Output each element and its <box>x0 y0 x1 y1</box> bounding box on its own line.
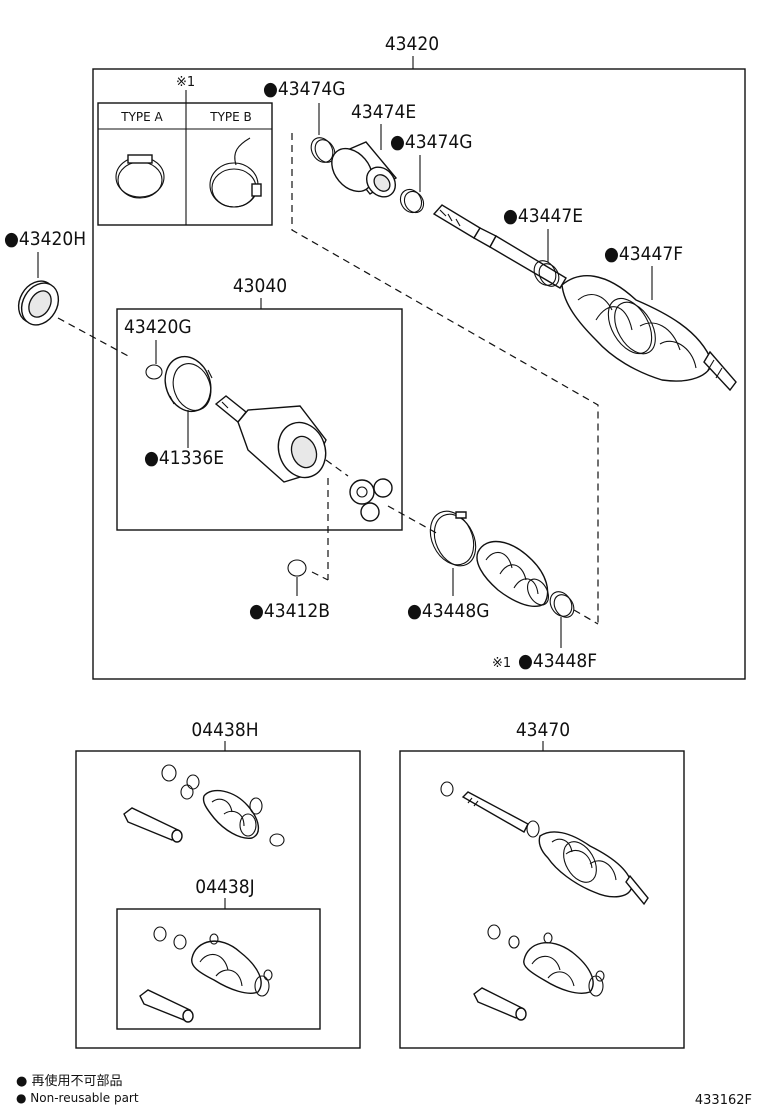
inboard-boot-icon <box>476 540 550 608</box>
clamp-43474g-top-icon <box>310 137 336 163</box>
callout-43474g-top: ●43474G <box>263 78 346 100</box>
callout-43447f: ●43447F <box>604 243 683 265</box>
clamp-type-a-icon <box>115 154 165 199</box>
callout-41336e: ●41336E <box>144 447 224 469</box>
kit-04438j-frame <box>116 908 321 1030</box>
main-assembly-frame <box>92 68 746 680</box>
clamp-43448f-icon <box>549 591 575 618</box>
clamp-43447e-icon <box>533 260 560 287</box>
clamp-type-b-icon <box>209 137 262 208</box>
callout-43448f-mark: ※1 <box>492 656 511 671</box>
kit-04438h-frame <box>75 750 361 1049</box>
callout-43040: 43040 <box>233 275 287 297</box>
kit-number-04438h: 04438H <box>191 719 258 741</box>
callout-43474e: 43474E <box>351 101 416 123</box>
inboard-joint-housing-icon <box>214 395 327 483</box>
snap-ring-43412b-icon <box>287 559 307 577</box>
outboard-boot-icon <box>561 275 737 392</box>
drive-shaft-icon <box>432 204 567 289</box>
kit-04438j-parts-icon <box>139 926 273 1023</box>
dynamic-damper-43474e-icon <box>331 141 398 198</box>
kit-43470-frame <box>399 750 685 1049</box>
callout-43447e: ●43447E <box>503 205 583 227</box>
type-a-label: TYPE A <box>120 110 163 124</box>
type-table <box>97 102 273 226</box>
boot-band-41336e-icon <box>164 355 213 413</box>
snap-ring-43420g-icon <box>145 364 163 380</box>
kit-number-04438j: 04438J <box>195 876 254 898</box>
kit-number-43470: 43470 <box>516 719 570 741</box>
kit-43470-parts-icon <box>440 781 649 1021</box>
type-b-label: TYPE B <box>209 110 252 124</box>
callout-43412b: ●43412B <box>249 600 330 622</box>
legend-line-1: ● 再使用不可部品 <box>16 1073 122 1089</box>
callout-43448f: ●43448F <box>518 650 597 672</box>
clamp-43474g-mid-icon <box>399 188 425 214</box>
tripod-joint-icon <box>349 478 393 522</box>
note-mark: ※1 <box>176 75 195 90</box>
oil-seal-43420h-icon <box>17 280 60 326</box>
assembly-number-43420: 43420 <box>385 33 439 55</box>
callout-43420g: 43420G <box>124 316 192 338</box>
inboard-joint-box <box>116 308 403 531</box>
callout-43474g-mid: ●43474G <box>390 131 473 153</box>
figure-id: 433162F <box>695 1093 752 1108</box>
group-dashed-outline <box>291 133 599 624</box>
callout-43448g: ●43448G <box>407 600 490 622</box>
boot-band-43448g-icon <box>429 510 477 567</box>
callout-43420h: ●43420H <box>4 228 86 250</box>
kit-04438h-parts-icon <box>123 764 285 847</box>
legend-line-2: ● Non-reusable part <box>16 1091 139 1105</box>
